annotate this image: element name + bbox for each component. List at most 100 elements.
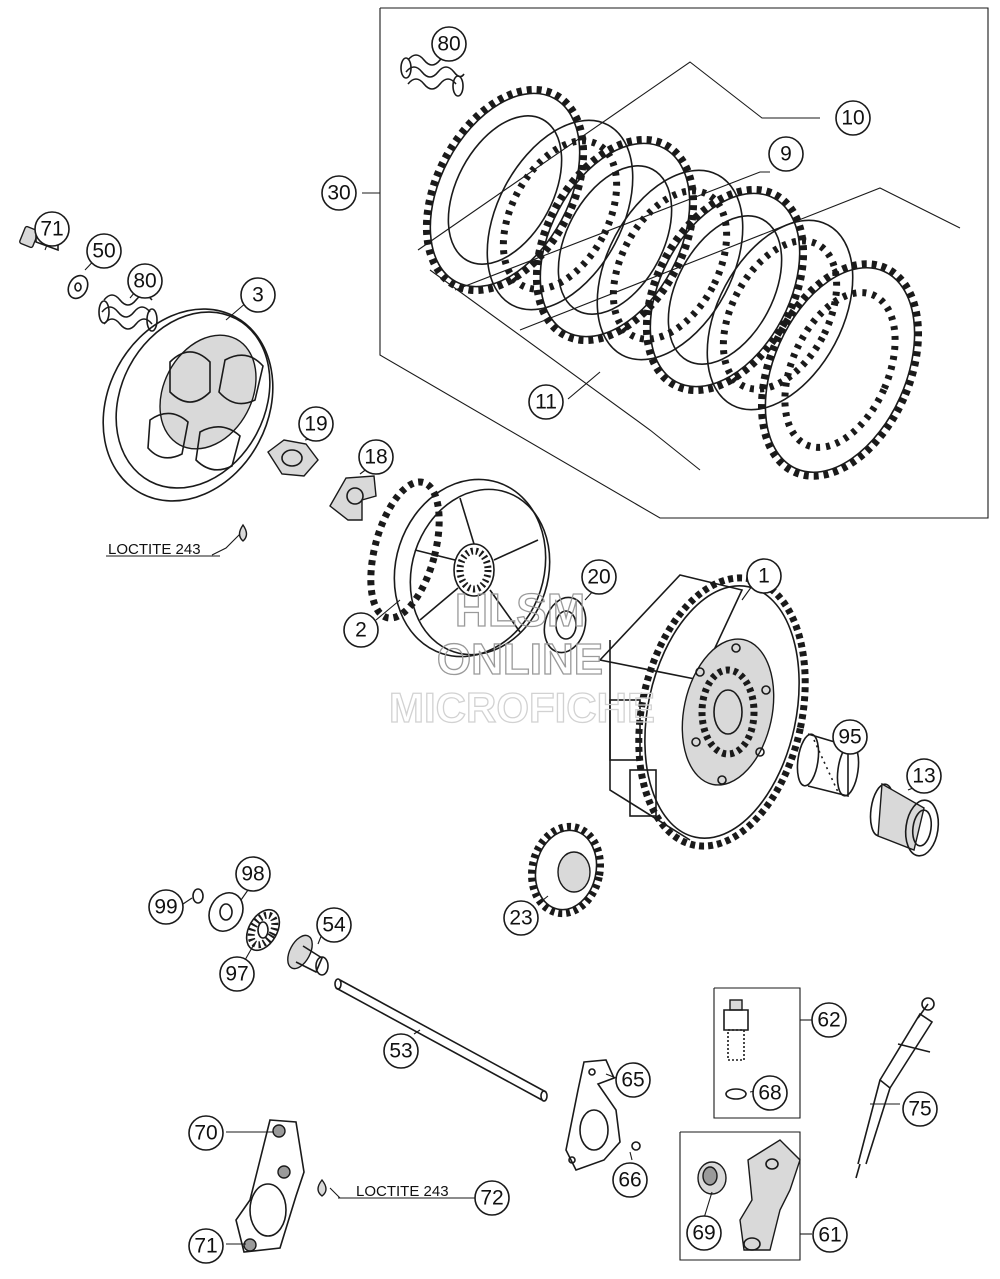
needle-bearing-95 (796, 733, 860, 798)
callout-label: 30 (327, 182, 350, 205)
clutch-plate-4 (596, 169, 744, 361)
loctite-drop-lower (317, 1178, 327, 1197)
callout-99: 99 (148, 889, 184, 925)
callout-label: 70 (194, 1122, 217, 1145)
gasket-65 (565, 1059, 621, 1171)
watermark-line-3: MICROFICHE (389, 684, 655, 731)
callout-label: 71 (194, 1235, 217, 1258)
callout-30: 30 (321, 175, 357, 211)
callout-label: 61 (818, 1224, 841, 1247)
slave-cylinder-group (679, 987, 812, 1261)
callout-label: 1 (758, 565, 770, 588)
callout-72: 72 (474, 1180, 510, 1216)
washer-98 (208, 892, 244, 932)
pressure-plate (102, 308, 274, 502)
seal-ring-68 (725, 1088, 747, 1100)
watermark-line-2: ONLINE (437, 635, 603, 684)
callout-71-top: 71 (34, 211, 70, 247)
clutch-plate-5 (642, 185, 808, 395)
clutch-spring-top (400, 54, 465, 97)
callout-label: 71 (40, 218, 63, 241)
callout-10: 10 (835, 100, 871, 136)
spring-80-mid (98, 294, 158, 332)
callout-13: 13 (906, 758, 942, 794)
inner-clutch-hub (367, 478, 551, 658)
callout-95: 95 (832, 719, 868, 755)
callout-2: 2 (343, 612, 379, 648)
callout-label: 72 (480, 1187, 503, 1210)
callout-label: 98 (241, 863, 264, 886)
callout-label: 53 (389, 1040, 412, 1063)
callout-label: 80 (133, 270, 156, 293)
loctite-note-upper: LOCTITE 243 (108, 541, 201, 558)
callout-97: 97 (219, 956, 255, 992)
push-rod-53 (334, 978, 548, 1102)
watermark: HLSM ONLINE MICROFICHE (388, 583, 655, 731)
callout-68: 68 (752, 1075, 788, 1111)
watermark-line-1: HLSM (455, 584, 585, 636)
callout-3: 3 (240, 277, 276, 313)
callout-label: 11 (535, 391, 557, 414)
clutch-plate-6 (706, 219, 854, 411)
callout-label: 54 (322, 914, 346, 937)
callout-80-mid: 80 (127, 263, 163, 299)
callout-54: 54 (316, 907, 352, 943)
callout-1: 1 (746, 558, 782, 594)
callout-label: 66 (618, 1169, 641, 1192)
callout-label: 68 (758, 1082, 781, 1105)
plate-pack-frame (379, 7, 989, 519)
nut-19 (267, 439, 319, 477)
pressure-piece-54 (287, 934, 329, 976)
callout-label: 23 (509, 907, 532, 930)
callout-20: 20 (581, 559, 617, 595)
callout-18: 18 (358, 439, 394, 475)
callout-label: 2 (355, 619, 367, 642)
callout-label: 20 (587, 566, 610, 589)
callout-65: 65 (615, 1062, 651, 1098)
callout-label: 3 (252, 284, 264, 307)
callout-label: 95 (838, 726, 861, 749)
callout-70: 70 (188, 1115, 224, 1151)
callout-71-bottom: 71 (188, 1228, 224, 1264)
bleeder-valve-62 (723, 999, 749, 1061)
syringe-75 (855, 997, 935, 1179)
lock-washer-18 (329, 475, 377, 521)
thrust-bearing-97 (245, 908, 281, 952)
callout-62: 62 (811, 1002, 847, 1038)
callout-53: 53 (383, 1033, 419, 1069)
callout-80-top: 80 (431, 26, 467, 62)
callout-label: 18 (364, 446, 387, 469)
callout-label: 80 (437, 33, 460, 56)
callout-75: 75 (902, 1091, 938, 1127)
callout-66: 66 (612, 1162, 648, 1198)
callout-61: 61 (812, 1217, 848, 1253)
ball-66 (631, 1141, 641, 1151)
primary-gear-23 (528, 822, 604, 918)
callout-label: 65 (621, 1069, 644, 1092)
callout-label: 19 (304, 413, 327, 436)
callout-label: 97 (225, 963, 248, 986)
loctite-note-lower: LOCTITE 243 (356, 1183, 449, 1200)
circlip-99 (192, 888, 204, 904)
bushing-13 (869, 782, 940, 857)
slave-cylinder-61 (739, 1139, 801, 1251)
callout-98: 98 (235, 856, 271, 892)
clutch-plate-3 (532, 135, 698, 345)
clutch-plate-2 (486, 119, 634, 311)
clutch-plate-7 (757, 260, 923, 480)
plate-pack-group (362, 7, 989, 519)
clutch-cover-bracket-70 (235, 1119, 305, 1253)
callout-label: 9 (780, 143, 792, 166)
callout-11: 11 (528, 384, 564, 420)
clutch-basket (598, 574, 809, 850)
callout-label: 10 (841, 107, 864, 130)
callout-label: 69 (692, 1222, 715, 1245)
callout-50: 50 (86, 233, 122, 269)
washer-50 (67, 274, 89, 300)
piston-69 (697, 1161, 727, 1195)
loctite-drop-upper (238, 523, 248, 542)
callout-label: 99 (154, 896, 177, 919)
callout-label: 75 (908, 1098, 931, 1121)
callout-69: 69 (686, 1215, 722, 1251)
